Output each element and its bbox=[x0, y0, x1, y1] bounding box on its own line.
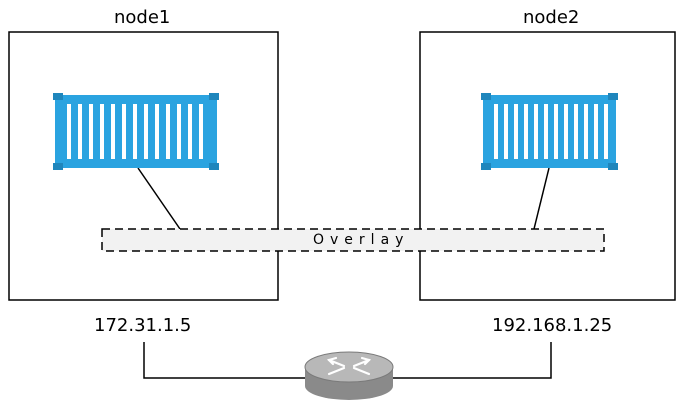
node2-title: node2 bbox=[523, 7, 580, 28]
node2-container-icon bbox=[481, 93, 618, 170]
node1-ip: 172.31.1.5 bbox=[94, 315, 192, 336]
node1-title: node1 bbox=[114, 7, 171, 28]
node1-box bbox=[8, 31, 279, 301]
node2-container-link bbox=[533, 167, 550, 230]
overlay-bar bbox=[101, 228, 605, 252]
node2-router-link bbox=[392, 342, 552, 379]
node1-router-link bbox=[143, 342, 305, 379]
node1-container-icon bbox=[53, 93, 219, 170]
node2-box bbox=[419, 31, 676, 301]
router-icon bbox=[304, 351, 394, 400]
overlay-label: Overlay bbox=[313, 232, 410, 248]
node2-ip: 192.168.1.25 bbox=[492, 315, 613, 336]
node1-container-link bbox=[137, 167, 181, 230]
